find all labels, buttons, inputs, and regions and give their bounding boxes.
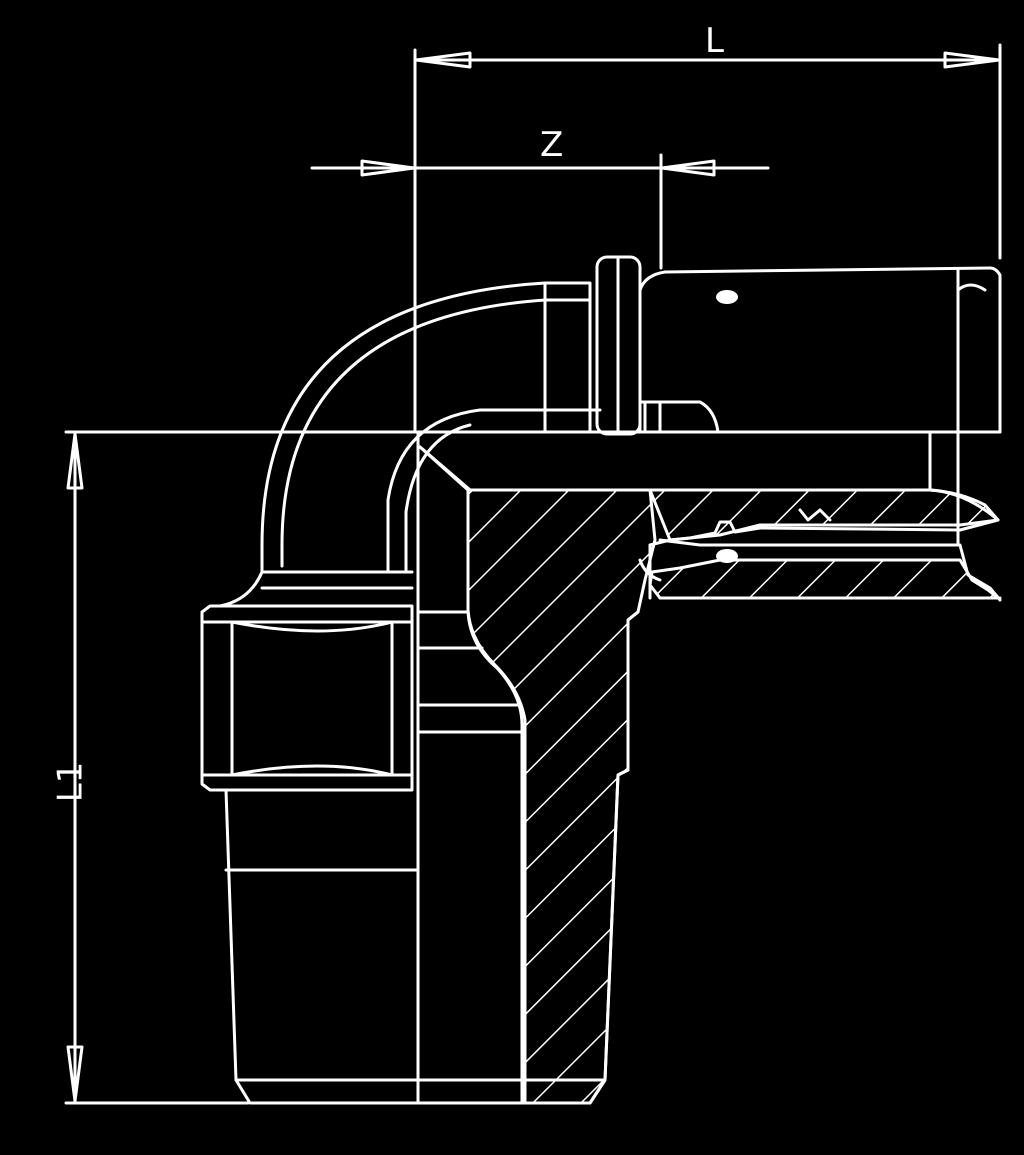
section-sleeve <box>638 430 1002 602</box>
hex-nut <box>200 570 414 792</box>
sleeve-inner-hatched <box>648 558 1000 600</box>
dimension-Z <box>310 153 770 270</box>
inspection-hole-upper <box>716 290 738 304</box>
dimension-Z-arrow-left <box>360 159 416 177</box>
dimension-L-label: L <box>705 21 724 61</box>
dimension-Z-label: Z <box>540 125 564 165</box>
dimension-L <box>413 43 1002 432</box>
dimension-L1-arrow-bottom <box>66 1045 84 1103</box>
dimension-L-arrow-right <box>943 51 1001 69</box>
inspection-hole-lower <box>716 549 738 563</box>
dimension-L-arrow-left <box>414 51 472 69</box>
dimension-Z-arrow-right <box>660 159 716 177</box>
section-half <box>416 445 657 1105</box>
dimension-L1-arrow-top <box>66 432 84 490</box>
elbow-body <box>260 281 602 574</box>
dimension-L1-label: L1 <box>50 761 91 803</box>
press-collar <box>595 255 720 436</box>
threaded-tail <box>224 788 420 1105</box>
press-sleeve <box>638 266 1002 434</box>
dimension-L1 <box>64 430 420 1105</box>
